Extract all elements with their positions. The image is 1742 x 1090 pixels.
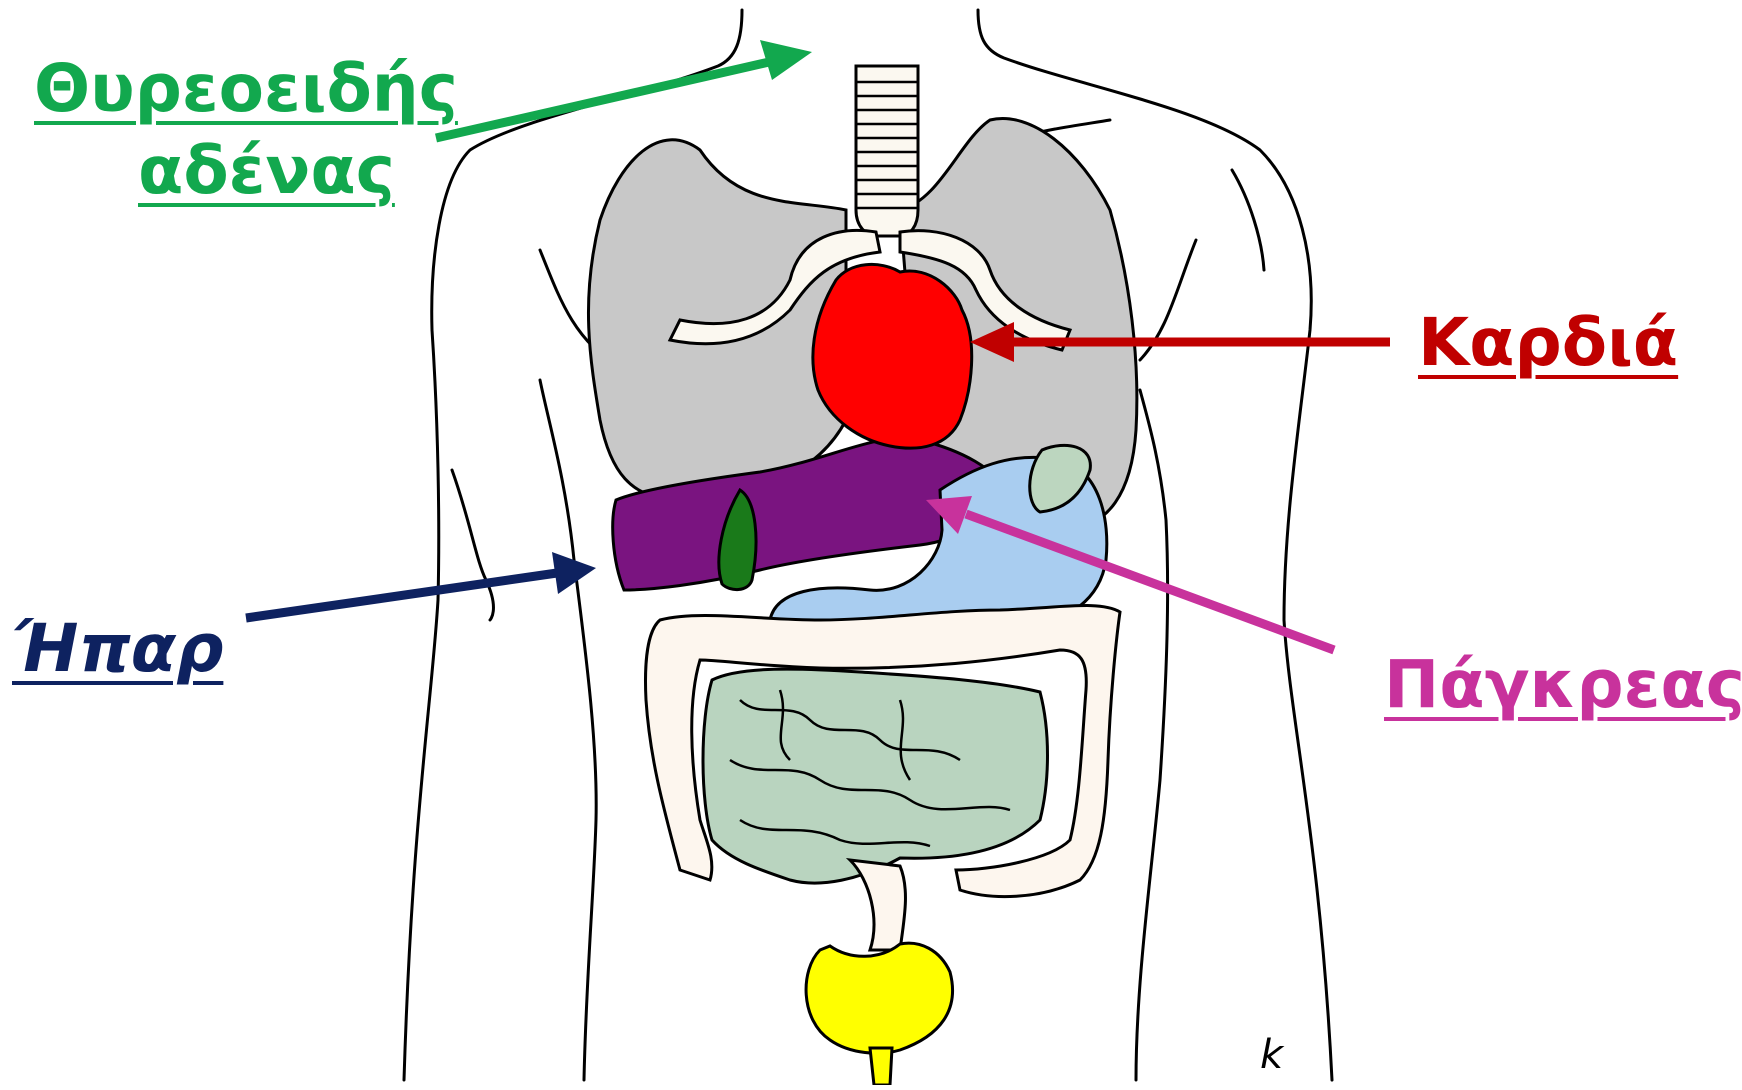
arrow-liver xyxy=(246,552,596,618)
small-intestine xyxy=(703,669,1048,883)
label-heart: Καρδιά xyxy=(1418,306,1678,380)
label-liver: Ήπαρ xyxy=(12,612,223,686)
arrow-thyroid xyxy=(436,40,812,138)
lung-left xyxy=(588,140,846,500)
artist-signature: k xyxy=(1260,1032,1285,1078)
label-thyroid-line1: Θυρεοειδής xyxy=(34,50,458,127)
label-thyroid-line2: αδένας xyxy=(34,134,458,208)
urethra xyxy=(870,1048,892,1085)
label-pancreas: Πάγκρεας xyxy=(1384,648,1742,722)
label-thyroid: Θυρεοειδής αδένας xyxy=(34,52,458,208)
bladder xyxy=(806,943,952,1085)
